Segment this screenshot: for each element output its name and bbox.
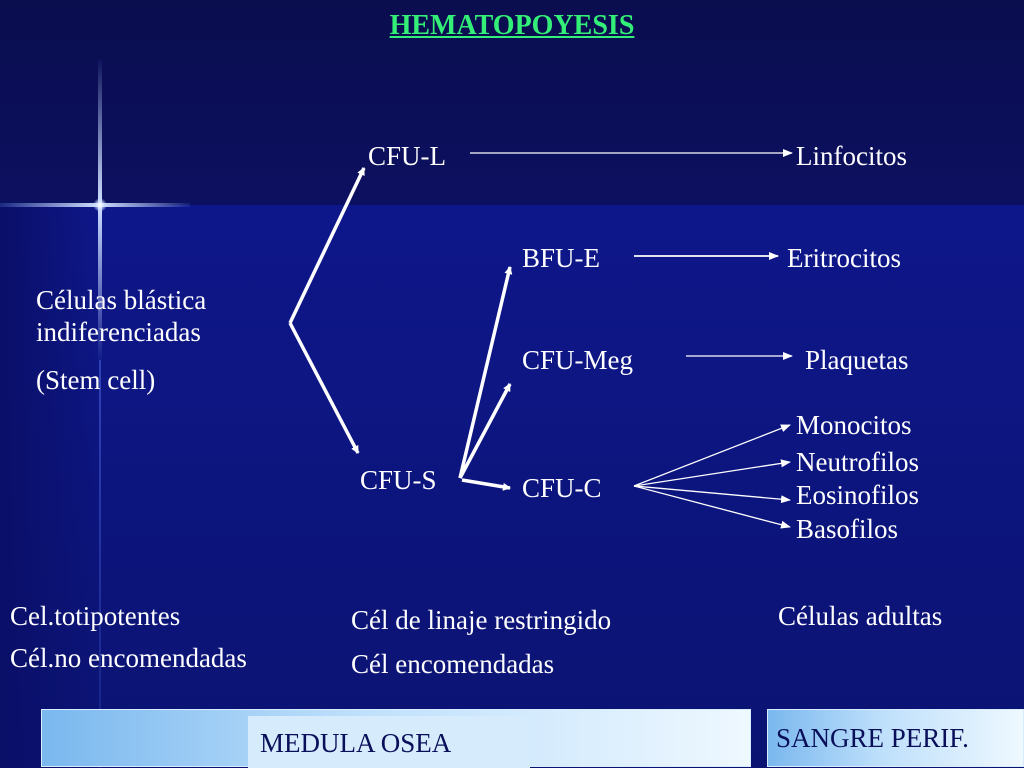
decorative-flare-star: [93, 198, 107, 212]
node-cfu-meg: CFU-Meg: [522, 345, 634, 375]
node-eosinofilos: Eosinofilos: [796, 480, 920, 510]
arrow-cfu-c-to-basofilos: [633, 485, 791, 529]
category-encomendadas: Cél encomendadas: [351, 649, 555, 679]
category-no-encomendadas: Cél.no encomendadas: [10, 643, 247, 673]
arrow-cfu-c-to-eosinofilos: [633, 485, 791, 504]
arrow-cfu-s-to-bfu-e: [458, 266, 513, 479]
background-bottom: [0, 205, 1024, 768]
node-cfu-s: CFU-S: [360, 465, 437, 495]
footer-label-medula-osea: MEDULA OSEA: [248, 716, 530, 768]
category-adultas: Células adultas: [778, 601, 943, 631]
footer-label-sangre-periferica: SANGRE PERIF.: [776, 723, 969, 753]
node-basofilos: Basofilos: [796, 514, 899, 544]
background-top: [0, 0, 1024, 205]
node-cfu-l: CFU-L: [368, 141, 447, 171]
footer-bar-sangre: [767, 709, 1024, 767]
slide-title: HEMATOPOYESIS: [389, 10, 635, 41]
category-linaje-restringido: Cél de linaje restringido: [351, 605, 612, 635]
arrow-cfu-s-to-cfu-c: [461, 478, 511, 491]
arrow-cfu-c-to-monocitos: [633, 424, 791, 487]
arrow-stem-to-cfu-s: [288, 322, 360, 454]
node-neutrofilos: Neutrofilos: [796, 447, 919, 477]
decorative-vertical-line: [99, 360, 101, 768]
arrow-stem-to-cfu-l: [288, 167, 366, 324]
node-linfocitos: Linfocitos: [796, 141, 907, 171]
background-left-shade: [0, 205, 100, 768]
node-monocitos: Monocitos: [796, 410, 912, 440]
arrow-cfu-s-to-cfu-meg: [458, 383, 512, 479]
stem-cell-label-line1: Células blástica: [36, 285, 207, 315]
node-bfu-e: BFU-E: [522, 243, 601, 273]
stem-cell-label-line2: indiferenciadas: [36, 317, 201, 347]
arrow-cfu-c-to-neutrofilos: [633, 459, 791, 487]
category-totipotentes: Cel.totipotentes: [10, 601, 181, 631]
node-eritrocitos: Eritrocitos: [787, 243, 901, 273]
stem-cell-label-line3: (Stem cell): [36, 365, 156, 395]
node-cfu-c: CFU-C: [522, 473, 602, 503]
node-plaquetas: Plaquetas: [805, 345, 909, 375]
